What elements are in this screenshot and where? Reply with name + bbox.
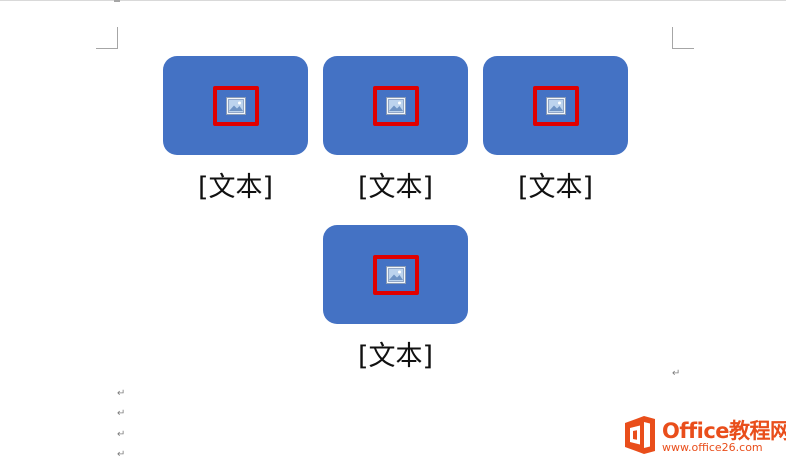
picture-placeholder-icon [385, 96, 406, 115]
smartart-card-3[interactable] [483, 56, 628, 155]
paragraph-mark: ↵ [117, 449, 126, 460]
picture-placeholder-icon [225, 96, 246, 115]
card-label-2[interactable]: [文本] [357, 172, 434, 203]
paragraph-mark: ↵ [117, 388, 126, 399]
picture-placeholder-button[interactable] [532, 85, 579, 126]
card-label-1[interactable]: [文本] [197, 172, 274, 203]
smartart-card-4[interactable] [323, 225, 468, 324]
smartart-card-1[interactable] [163, 56, 308, 155]
crop-mark-right [672, 27, 694, 49]
office-watermark: Office教程网 www.office26.com [618, 412, 786, 462]
picture-placeholder-button[interactable] [372, 254, 419, 295]
picture-placeholder-button[interactable] [212, 85, 259, 126]
watermark-title: Office教程网 [662, 419, 786, 443]
card-label-3[interactable]: [文本] [517, 172, 594, 203]
page-top-rule [0, 0, 786, 1]
picture-placeholder-button[interactable] [372, 85, 419, 126]
picture-placeholder-icon [385, 265, 406, 284]
watermark-url: www.office26.com [662, 441, 763, 454]
paragraph-mark: ↵ [117, 429, 126, 440]
picture-placeholder-icon [545, 96, 566, 115]
card-label-4[interactable]: [文本] [357, 341, 434, 372]
office-logo-icon [622, 414, 658, 460]
paragraph-mark: ↵ [672, 368, 681, 379]
smartart-card-2[interactable] [323, 56, 468, 155]
paragraph-mark: ↵ [117, 408, 126, 419]
crop-mark-left [96, 27, 118, 49]
page-top-notch [114, 0, 120, 2]
